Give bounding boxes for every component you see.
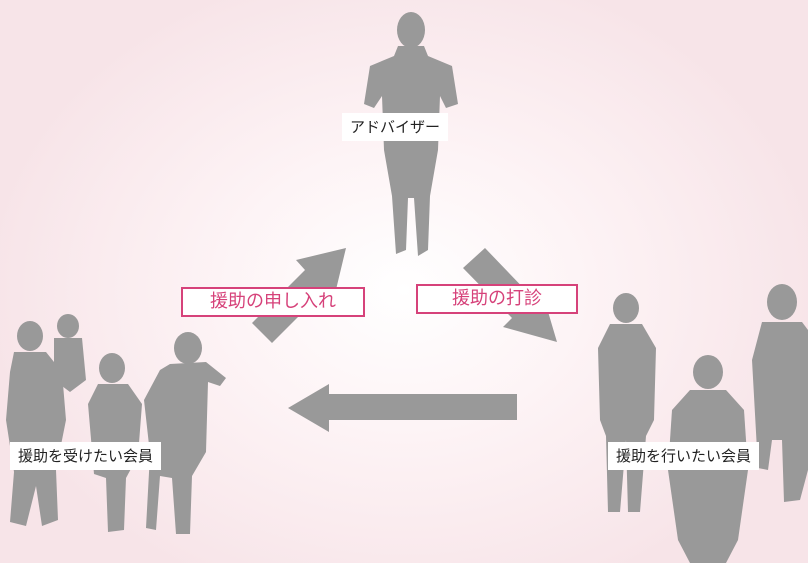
provider-label: 援助を行いたい会員 [608,442,760,470]
advisor-silhouette [364,12,458,256]
advisor-label: アドバイザー [342,113,449,141]
provider-silhouettes [598,284,808,563]
requester-label: 援助を受けたい会員 [10,442,162,470]
request-flow-label: 援助の申し入れ [181,287,365,317]
requester-silhouettes [6,314,226,534]
arrow-match [288,384,517,432]
sounding-flow-label: 援助の打診 [416,284,578,314]
